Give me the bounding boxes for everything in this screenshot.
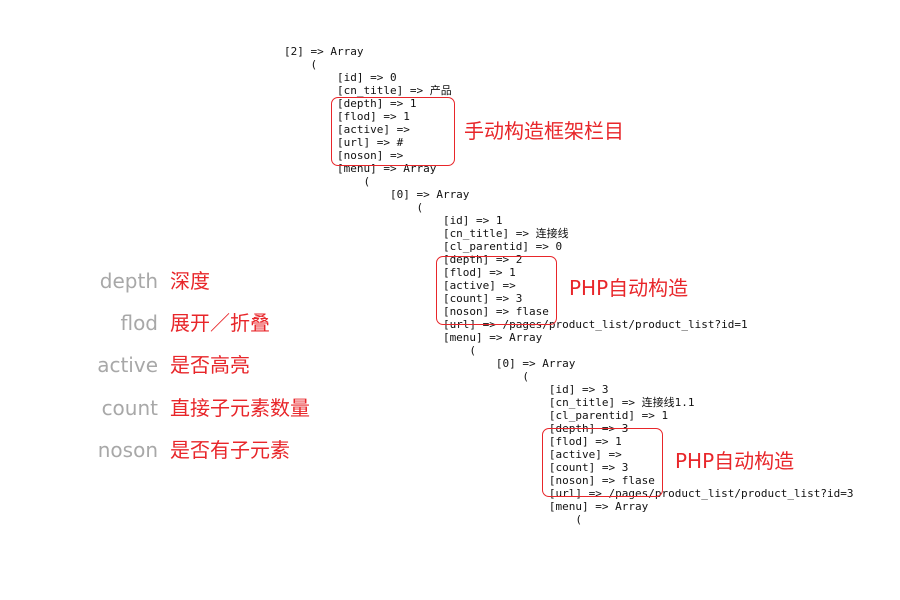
code-line: [cn_title] => 连接线1.1 [284,396,695,409]
annotation-php-auto-1: PHP自动构造 [569,276,689,300]
code-line: [cl_parentid] => 1 [284,409,669,422]
code-line: [count] => 3 [284,461,629,474]
legend-term-flod: flod [120,311,158,335]
annotation-manual: 手动构造框架栏目 [464,119,624,143]
code-line: [id] => 0 [284,71,397,84]
code-line: [noson] => [284,149,404,162]
legend-desc-count: 直接子元素数量 [170,396,310,420]
code-line: [active] => [284,448,622,461]
legend-desc-flod: 展开／折叠 [170,311,270,335]
code-line: [url] => # [284,136,404,149]
code-line: [0] => Array [284,188,470,201]
code-line: [0] => Array [284,357,576,370]
code-line: [active] => [284,123,410,136]
code-line: [count] => 3 [284,292,523,305]
code-line: [cl_parentid] => 0 [284,240,563,253]
code-line: [id] => 3 [284,383,609,396]
legend-term-count: count [101,396,158,420]
code-line: [menu] => Array [284,331,543,344]
code-line: [cn_title] => 连接线 [284,227,569,240]
code-line: ( [284,201,424,214]
highlight-box-manual [331,97,455,166]
code-line: [noson] => flase [284,305,549,318]
code-line: [2] => Array [284,45,364,58]
code-line: [depth] => 1 [284,97,417,110]
code-line: ( [284,513,583,526]
code-line: ( [284,175,371,188]
code-line: ( [284,58,318,71]
code-line: [flod] => 1 [284,110,410,123]
code-line: [cn_title] => 产品 [284,84,452,97]
code-line: [id] => 1 [284,214,503,227]
legend-desc-noson: 是否有子元素 [170,438,290,462]
code-line: [noson] => flase [284,474,655,487]
code-line: ( [284,344,477,357]
code-line: [url] => /pages/product_list/product_lis… [284,318,748,331]
legend-term-depth: depth [99,269,158,293]
legend-desc-active: 是否高亮 [170,353,250,377]
annotation-php-auto-2: PHP自动构造 [675,449,795,473]
highlight-box-php-auto-2 [542,428,663,497]
code-line: [active] => [284,279,516,292]
legend-term-active: active [97,353,158,377]
code-line: [flod] => 1 [284,266,516,279]
code-line: [flod] => 1 [284,435,622,448]
legend-term-noson: noson [97,438,158,462]
code-line: ( [284,370,530,383]
code-line: [menu] => Array [284,500,649,513]
legend-desc-depth: 深度 [170,269,210,293]
highlight-box-php-auto-1 [436,256,557,325]
